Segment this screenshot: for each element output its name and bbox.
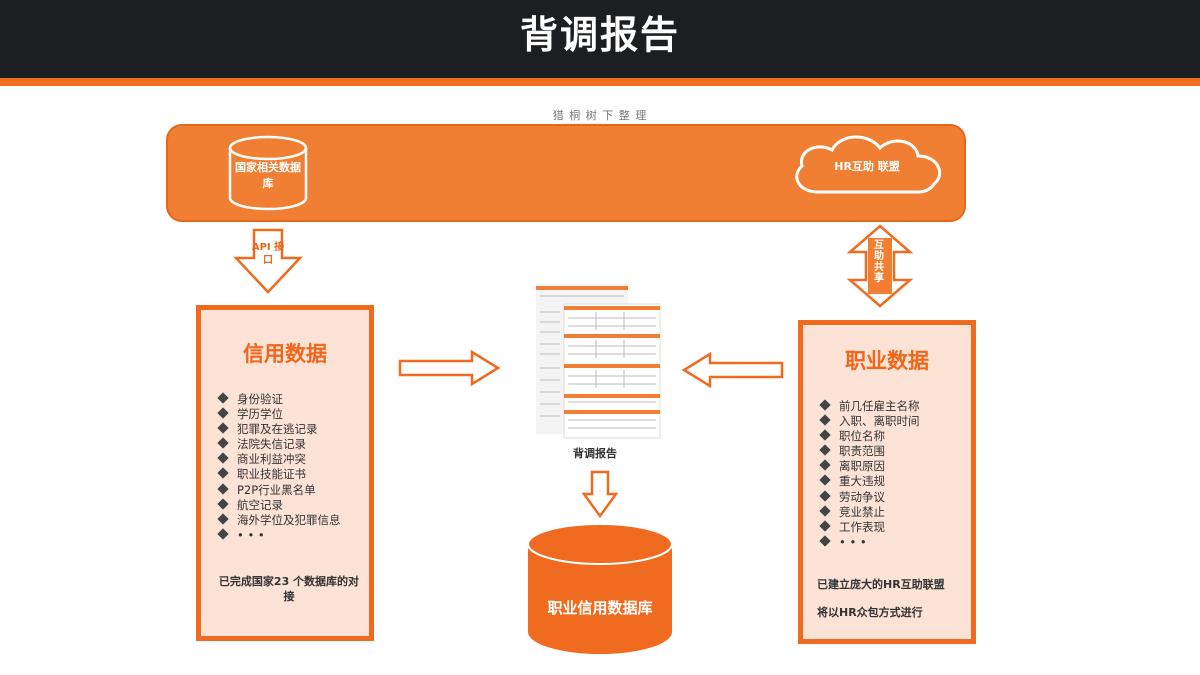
list-item: 犯罪及在逃记录 — [217, 422, 341, 437]
bullet-icon — [217, 452, 229, 465]
report-label: 背调报告 — [573, 447, 617, 460]
list-item: • • • — [217, 528, 341, 543]
list-item: P2P行业黑名单 — [217, 482, 341, 498]
double-arrow-icon — [846, 224, 914, 308]
bullet-icon — [819, 414, 831, 426]
bullet-icon — [217, 422, 229, 434]
left-arrow-icon — [681, 351, 784, 389]
bullet-icon — [819, 399, 831, 411]
list-item: 身份验证 — [217, 392, 341, 407]
list-item: 职责范围 — [819, 444, 920, 459]
career-data-list: 前几任雇主名称 入职、离职时间 职位名称 职责范围 离职原因 重大违规 劳动争议… — [819, 399, 920, 550]
header-bar — [0, 0, 1200, 78]
database-cylinder-icon — [228, 135, 308, 211]
bullet-icon — [819, 474, 831, 487]
list-item: 海外学位及犯罪信息 — [217, 513, 341, 528]
bullet-icon — [217, 497, 229, 510]
list-item: 前几任雇主名称 — [819, 399, 920, 414]
cloud-icon — [795, 135, 941, 194]
list-item: 职业技能证书 — [217, 467, 341, 482]
national-database-label: 国家相关数据库 — [235, 161, 301, 190]
list-item: 离职原因 — [819, 459, 920, 474]
list-item: 劳动争议 — [819, 489, 920, 505]
career-data-panel: 职业数据 前几任雇主名称 入职、离职时间 职位名称 职责范围 离职原因 重大违规… — [798, 320, 976, 644]
data-sources-band — [166, 124, 966, 222]
list-item: 职位名称 — [819, 429, 920, 444]
bullet-icon — [819, 520, 831, 532]
page-title: 背调报告 — [519, 13, 680, 57]
list-item: 法院失信记录 — [217, 437, 341, 452]
bullet-icon — [819, 489, 831, 502]
bullet-icon — [217, 482, 229, 495]
list-item: • • • — [819, 535, 920, 550]
hr-alliance-label: HR互助 联盟 — [834, 160, 900, 173]
bullet-icon — [819, 444, 831, 456]
bullet-icon — [819, 459, 831, 472]
list-item: 商业利益冲突 — [217, 452, 341, 467]
credit-data-title: 信用数据 — [243, 342, 327, 366]
bullet-icon — [819, 504, 831, 517]
list-item: 竞业禁止 — [819, 504, 920, 520]
down-arrow-icon — [581, 470, 619, 519]
career-database-label: 职业信用数据库 — [547, 599, 653, 617]
source-note: 猎 桐 树 下 整 理 — [552, 109, 648, 122]
api-label: API 接口 — [251, 242, 285, 266]
mutual-share-label: 互助共享 — [874, 240, 884, 284]
list-item: 入职、离职时间 — [819, 414, 920, 429]
header-accent-line — [0, 78, 1200, 86]
down-arrow-icon — [233, 228, 303, 294]
credit-data-note: 已完成国家23 个数据库的对接 — [218, 575, 360, 603]
report-document-icon — [536, 284, 661, 439]
bullet-icon — [217, 407, 229, 419]
credit-data-panel: 信用数据 身份验证 学历学位 犯罪及在逃记录 法院失信记录 商业利益冲突 职业技… — [196, 305, 374, 641]
list-item: 航空记录 — [217, 497, 341, 513]
career-data-title: 职业数据 — [845, 349, 929, 373]
bullet-icon — [217, 528, 229, 540]
bullet-icon — [819, 429, 831, 441]
right-arrow-icon — [398, 349, 501, 387]
bullet-icon — [819, 535, 831, 547]
list-item: 学历学位 — [217, 407, 341, 422]
career-data-note-2: 将以HR众包方式进行 — [817, 606, 923, 619]
credit-data-list: 身份验证 学历学位 犯罪及在逃记录 法院失信记录 商业利益冲突 职业技能证书 P… — [217, 392, 341, 543]
list-item: 重大违规 — [819, 474, 920, 489]
list-item: 工作表现 — [819, 520, 920, 535]
bullet-icon — [217, 437, 229, 449]
bullet-icon — [217, 513, 229, 525]
bullet-icon — [217, 467, 229, 480]
bullet-icon — [217, 392, 229, 404]
career-database-cylinder-icon — [527, 523, 673, 654]
career-data-note-1: 已建立庞大的HR互助联盟 — [817, 578, 945, 591]
